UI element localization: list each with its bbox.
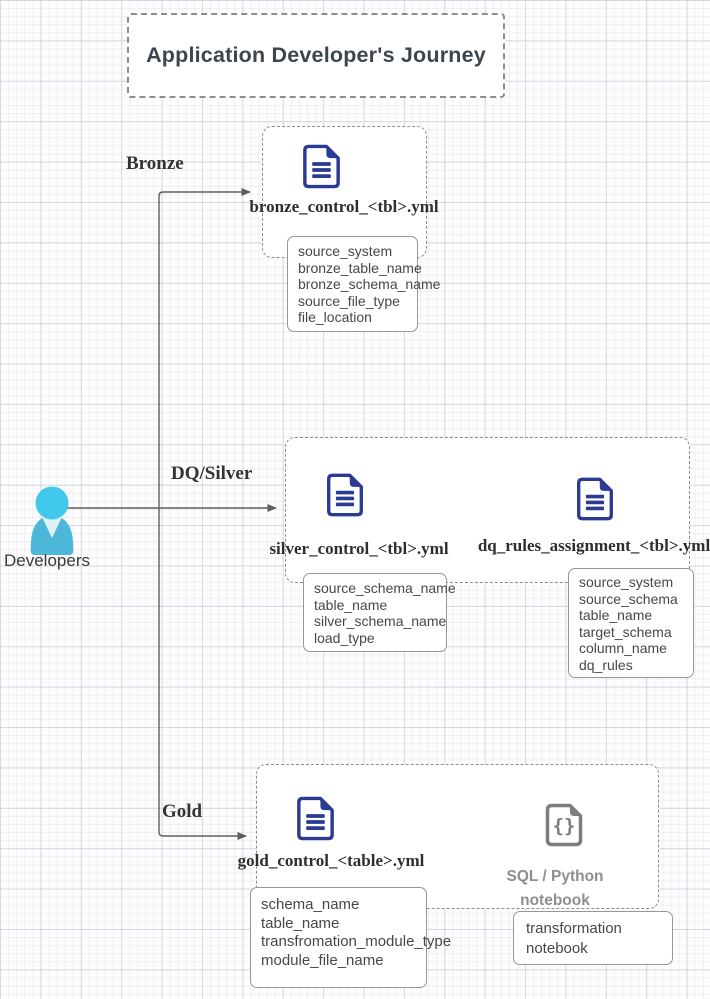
- field-item: source_file_type: [298, 292, 400, 309]
- field-item: transfromation_module_type: [261, 933, 452, 950]
- dq-rules-file-label: dq_rules_assignment_<tbl>.yml: [477, 536, 710, 555]
- edge-developers-to-bronze: [158, 188, 251, 508]
- gold-file-label: gold_control_<table>.yml: [237, 851, 425, 870]
- code-notebook-icon: {}: [545, 803, 583, 847]
- notebook-label: SQL / Python notebook: [455, 865, 655, 913]
- gold-yaml-document-icon: [297, 796, 334, 841]
- stage-label-silver: DQ/Silver: [171, 463, 253, 484]
- field-item: file_location: [298, 309, 372, 325]
- stage-label-bronze: Bronze: [126, 153, 184, 174]
- field-item: source_system: [579, 574, 674, 590]
- bronze-fields-box: source_system bronze_table_name bronze_s…: [287, 236, 441, 332]
- svg-text:{}: {}: [553, 815, 576, 837]
- field-item: table_name: [314, 596, 388, 613]
- bronze-yaml-document-icon: [303, 144, 340, 189]
- title-box: Application Developer's Journey: [127, 13, 505, 98]
- field-item: source_schema: [579, 590, 678, 607]
- stage-label-gold: Gold: [162, 801, 203, 822]
- field-item: bronze_table_name: [298, 259, 422, 276]
- field-item: table_name: [579, 607, 653, 623]
- field-item: silver_schema_name: [314, 613, 447, 629]
- field-item: column_name: [579, 640, 667, 656]
- silver-yaml-document-icon: [327, 473, 363, 517]
- page-title: Application Developer's Journey: [146, 43, 486, 67]
- notebook-label-line2: notebook: [520, 892, 590, 909]
- field-item: module_file_name: [261, 951, 384, 969]
- field-item: table_name: [261, 914, 340, 932]
- field-item: bronze_schema_name: [298, 276, 441, 292]
- silver-fields-box: source_schema_name table_name silver_sch…: [303, 573, 456, 652]
- developers-label: Developers: [4, 551, 90, 570]
- field-item: source_schema_name: [314, 580, 456, 596]
- field-item: schema_name: [261, 896, 360, 913]
- field-item: load_type: [314, 629, 375, 646]
- edge-developers-to-gold: [158, 508, 247, 840]
- silver-file-label: silver_control_<tbl>.yml: [269, 539, 449, 558]
- field-item: dq_rules: [579, 656, 633, 673]
- dq-rules-fields-box: source_system source_schema table_name t…: [568, 568, 694, 678]
- field-item: target_schema: [579, 623, 672, 640]
- notebook-label-line1: SQL / Python: [506, 868, 604, 885]
- gold-fields-box: schema_name table_name transfromation_mo…: [250, 887, 452, 988]
- transformation-notebook-text: transformation notebook: [526, 920, 622, 957]
- dq-rules-yaml-document-icon: [577, 477, 613, 521]
- transformation-notebook-box: transformation notebook: [513, 911, 673, 965]
- bronze-file-label: bronze_control_<tbl>.yml: [249, 197, 439, 216]
- field-item: source_system: [298, 243, 393, 259]
- developers-person-icon: [30, 486, 74, 555]
